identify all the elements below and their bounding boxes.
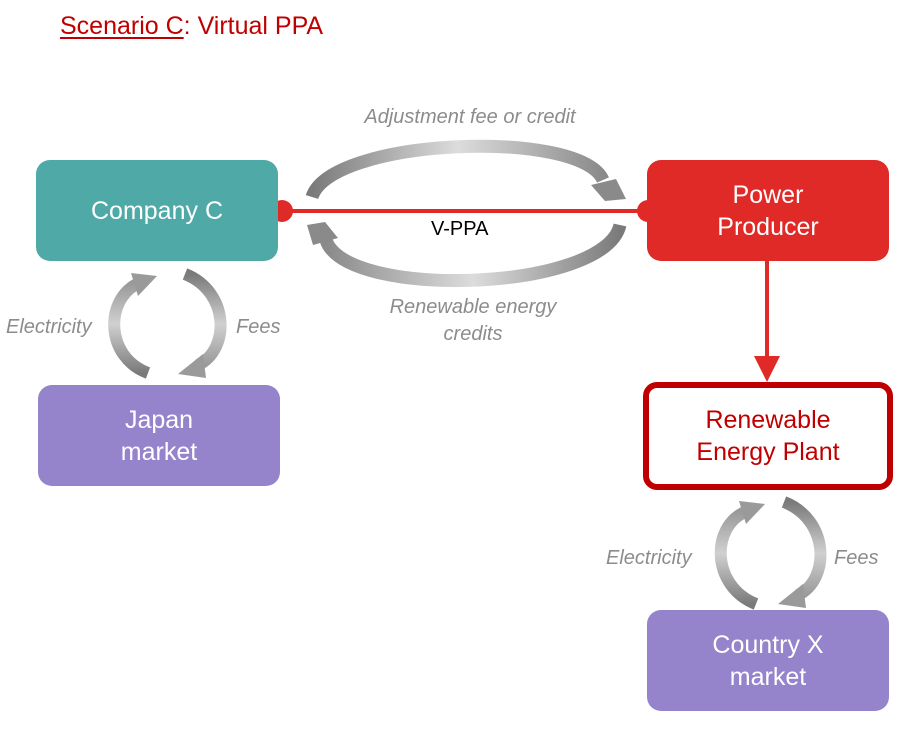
adjustment-fee-label: Adjustment fee or credit (364, 106, 576, 128)
power-producer-node: Power Producer (647, 160, 889, 261)
japan-fees-arc (182, 268, 227, 371)
country-fees-label: Fees (834, 547, 879, 569)
vppa-label: V-PPA (425, 218, 495, 241)
japan-electricity-arrowhead (131, 273, 157, 296)
rec-arrowhead (307, 222, 338, 245)
japan-electricity-label: Electricity (6, 316, 92, 338)
title-subject: : Virtual PPA (183, 12, 324, 40)
japan-fees-label: Fees (236, 316, 281, 338)
page-title: Scenario C: Virtual PPA (60, 12, 323, 41)
country-electricity-arrowhead (739, 501, 765, 524)
country-fees-arrowhead (778, 584, 806, 608)
renewable-energy-plant-node: Renewable Energy Plant (643, 382, 893, 490)
country-electricity-arc (714, 506, 759, 610)
company-c-node: Company C (36, 160, 278, 261)
country-electricity-label: Electricity (606, 547, 692, 569)
adjustment-arrowhead (591, 179, 626, 201)
title-scenario: Scenario C (60, 12, 184, 40)
producer-to-plant-arrowhead (754, 356, 780, 382)
japan-electricity-arc (108, 278, 151, 379)
japan-market-node: Japan market (38, 385, 280, 486)
rec-arrow-arc (319, 222, 627, 288)
japan-fees-arrowhead (178, 354, 206, 378)
country-x-market-node: Country X market (647, 610, 889, 711)
adjustment-arrow-arc (305, 139, 609, 200)
renewable-credits-label: Renewable energy credits (389, 296, 557, 345)
country-fees-arc (781, 496, 827, 601)
